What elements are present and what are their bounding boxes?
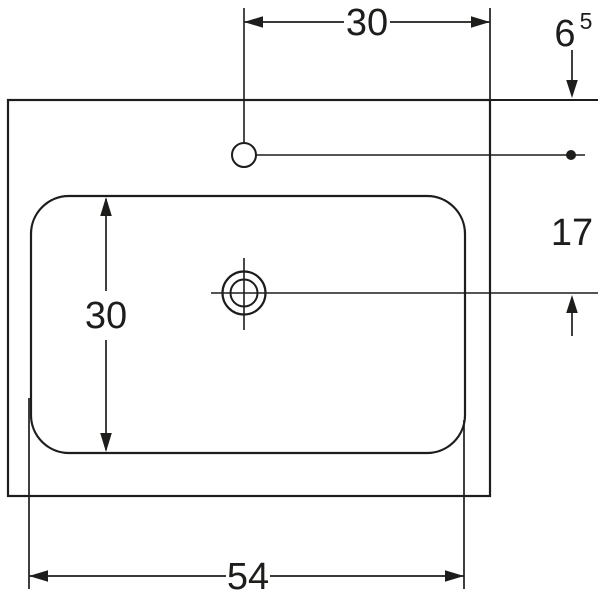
faucet-hole [231, 142, 257, 168]
dim-label-edge-to-hole-superscript: 5 [580, 8, 593, 34]
dim-label-top-width: 30 [346, 2, 388, 44]
arrow-left-icon [29, 570, 48, 582]
dimension-dot [566, 150, 576, 160]
dim-label-bowl-width: 54 [227, 556, 269, 598]
arrow-down-icon [100, 433, 112, 452]
arrow-up-icon [100, 197, 112, 216]
basin-outline [6, 98, 492, 498]
arrow-down-icon [566, 80, 578, 98]
dim-label-bowl-depth: 30 [85, 295, 127, 337]
dim-label-edge-to-hole: 6 [554, 13, 575, 55]
arrow-left-icon [244, 16, 263, 28]
dim-label-hole-to-drain: 17 [551, 212, 593, 254]
arrow-right-icon [445, 570, 464, 582]
bowl-outline [29, 194, 467, 455]
arrow-right-icon [471, 16, 490, 28]
arrow-up-icon [566, 295, 578, 313]
